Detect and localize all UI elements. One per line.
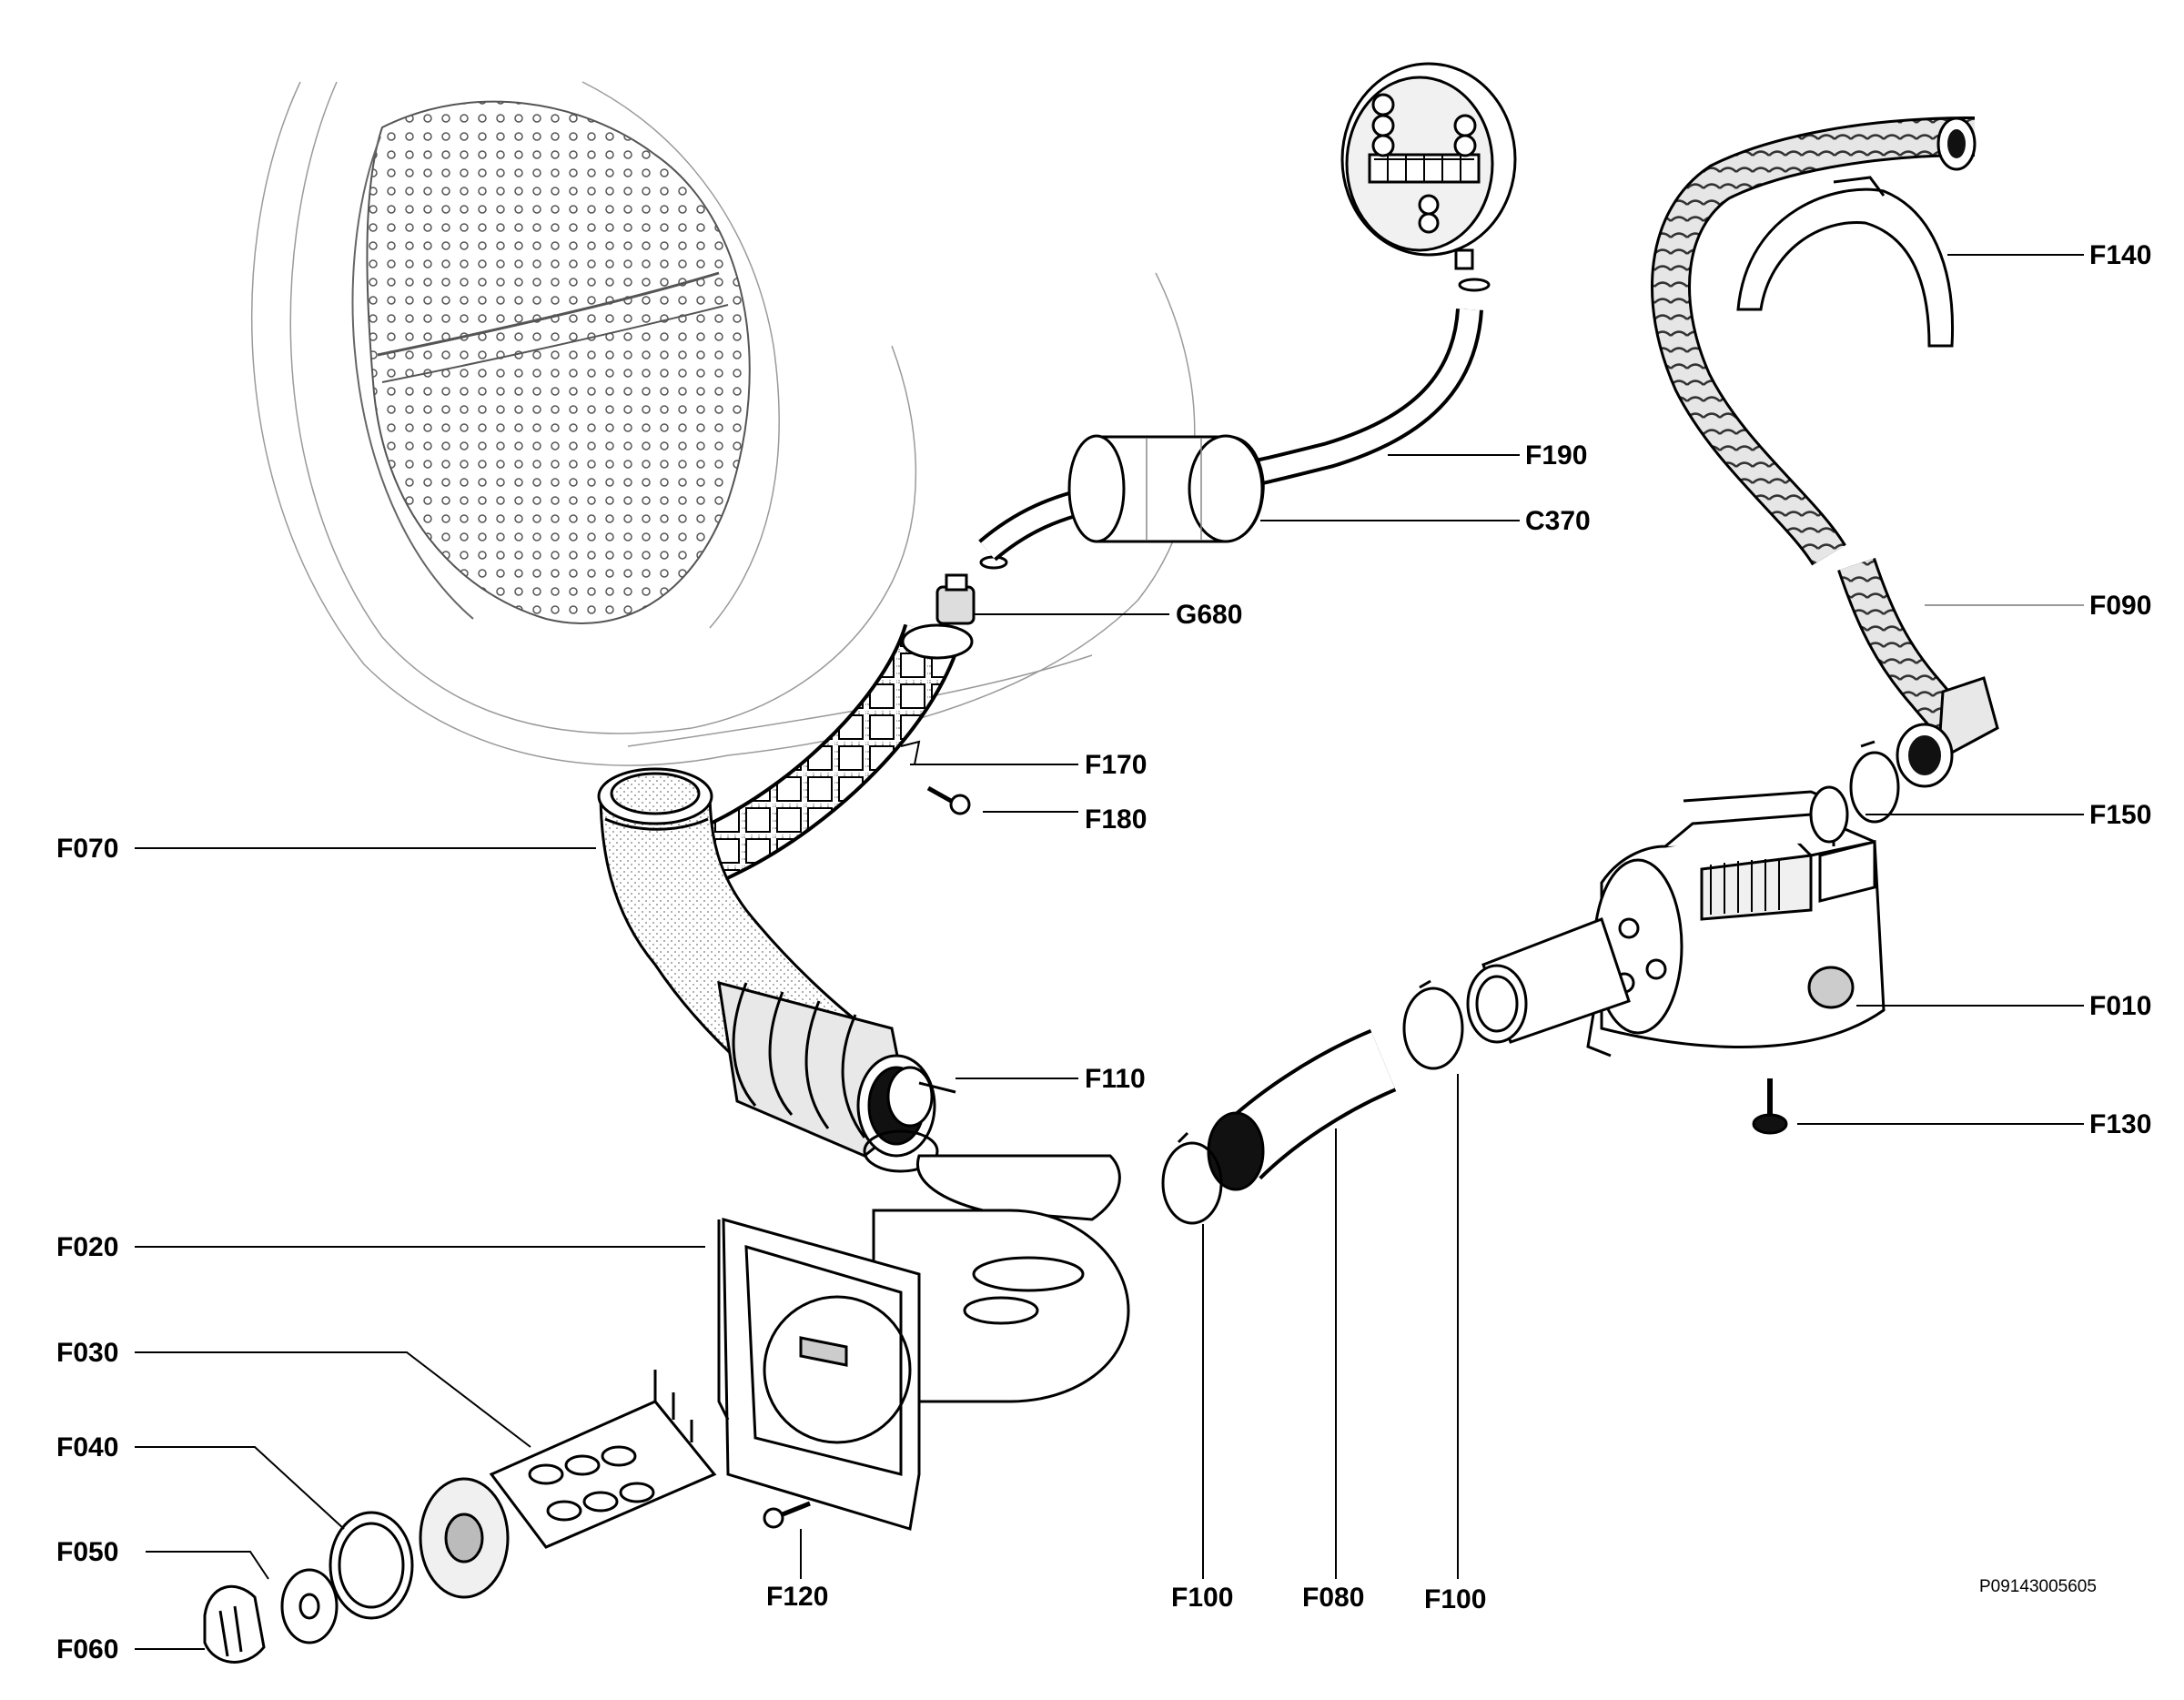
filter-screw (763, 1501, 811, 1529)
label-f050: F050 (56, 1537, 119, 1567)
label-c370: C370 (1525, 506, 1591, 536)
non-return-valve (935, 573, 976, 625)
hose-support-bracket (1736, 176, 1955, 348)
hose-clamp (1161, 979, 1464, 1225)
leader-lines (135, 254, 2084, 1650)
label-f060: F060 (56, 1634, 119, 1665)
filter-washer (280, 1568, 339, 1644)
label-f030: F030 (56, 1338, 119, 1368)
label-f140: F140 (2089, 240, 2152, 270)
drain-hose-lower (1837, 558, 1999, 788)
label-f120: F120 (766, 1582, 829, 1612)
label-f180: F180 (1085, 804, 1148, 835)
label-f040: F040 (56, 1432, 119, 1462)
drain-hose-corrugated (1651, 116, 1977, 566)
label-f190: F190 (1525, 440, 1588, 471)
label-f130: F130 (2089, 1109, 2152, 1139)
label-f070: F070 (56, 834, 119, 864)
filter-insert (419, 1370, 717, 1599)
label-f150: F150 (2089, 800, 2152, 830)
filter-knob (203, 1584, 266, 1664)
label-g680: G680 (1176, 600, 1243, 630)
drain-pump (1586, 785, 1886, 1057)
hose-screw (926, 785, 971, 815)
drain-hose-clamp (1849, 740, 1900, 824)
pressure-switch (1340, 62, 1517, 270)
label-f080: F080 (1302, 1583, 1365, 1613)
filter-gasket (329, 1511, 414, 1620)
pump-inlet-spigot (1466, 917, 1631, 1044)
hose-clamp-bellows (863, 1081, 956, 1173)
pump-screw (1752, 1078, 1788, 1135)
label-f020: F020 (56, 1232, 119, 1262)
label-f090: F090 (2089, 591, 2152, 621)
label-f100-left: F100 (1171, 1583, 1234, 1613)
label-f100-right: F100 (1424, 1584, 1487, 1614)
label-f010: F010 (2089, 991, 2152, 1021)
label-f110: F110 (1085, 1064, 1146, 1094)
drawing-reference-code: P09143005605 (1979, 1577, 2097, 1596)
drum-perforated-basket (351, 100, 751, 624)
air-chamber (1067, 434, 1265, 543)
filter-housing (717, 1154, 1130, 1531)
pump-to-filter-hose (1207, 1028, 1397, 1191)
label-f170: F170 (1085, 750, 1148, 780)
